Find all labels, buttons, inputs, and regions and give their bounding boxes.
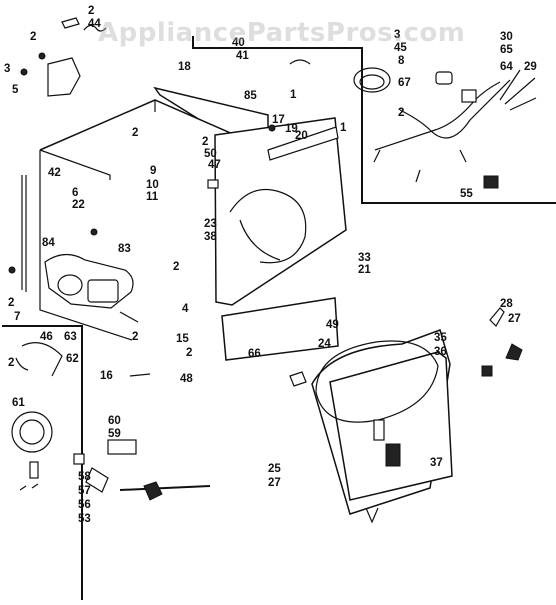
callout-label: 63 — [64, 331, 77, 343]
callout-label: 46 — [40, 331, 53, 343]
divider-left-mid — [119, 485, 211, 491]
callout-label: 2 — [173, 261, 179, 273]
callout-label: 62 — [66, 353, 79, 365]
callout-label: 85 — [244, 90, 257, 102]
callout-label: 2 — [132, 331, 138, 343]
callout-label: 1 — [340, 122, 347, 134]
callout-label: 35 — [434, 332, 447, 344]
callout-label: 18 — [178, 61, 191, 73]
callout-label: 15 — [176, 333, 189, 345]
callout-label: 55 — [460, 188, 473, 200]
callout-label: 21 — [358, 264, 371, 276]
callout-label: 2 — [186, 347, 192, 359]
callout-label: 23 — [204, 218, 217, 230]
callout-label: 66 — [248, 348, 261, 360]
callout-label: 61 — [12, 397, 25, 409]
callout-label: 33 — [358, 252, 371, 264]
callout-label: 11 — [146, 191, 159, 203]
callout-label: 10 — [146, 179, 159, 191]
callout-labels: 2 44 2 3 5 3 45 8 40 41 30 65 64 29 67 2… — [4, 5, 537, 525]
callout-label: 36 — [434, 346, 447, 358]
callout-label: 27 — [268, 477, 281, 489]
door-assembly — [289, 329, 453, 524]
callout-label: 5 — [12, 84, 19, 96]
callout-label: 38 — [204, 231, 217, 243]
callout-label: 2 — [88, 5, 94, 17]
callout-label: 27 — [508, 313, 521, 325]
wire-harness — [289, 59, 537, 189]
callout-label: 40 — [232, 37, 245, 49]
callout-label: 3 — [4, 63, 10, 75]
callout-label: 42 — [48, 167, 61, 179]
callout-label: 3 — [394, 29, 400, 41]
callout-label: 45 — [394, 42, 407, 54]
callout-label: 2 — [398, 107, 404, 119]
callout-label: 60 — [108, 415, 121, 427]
callout-label: 8 — [398, 55, 405, 67]
watermark: AppliancePartsPros.com — [98, 18, 466, 48]
callout-label: 16 — [100, 370, 113, 382]
callout-label: 67 — [398, 77, 411, 89]
callout-label: 57 — [78, 485, 91, 497]
callout-label: 17 — [272, 114, 285, 126]
callout-label: 64 — [500, 61, 513, 73]
callout-label: 41 — [236, 50, 249, 62]
callout-label: 7 — [14, 311, 20, 323]
top-left-parts — [20, 17, 107, 97]
callout-label: 6 — [72, 187, 78, 199]
callout-label: 2 — [132, 127, 138, 139]
callout-label: 59 — [108, 428, 121, 440]
callout-label: 83 — [118, 243, 131, 255]
front-panel — [207, 117, 347, 361]
callout-label: 2 — [8, 357, 14, 369]
callout-label: 19 — [285, 123, 298, 135]
callout-label: 24 — [318, 338, 331, 350]
callout-label: 37 — [430, 457, 443, 469]
callout-label: 50 — [204, 148, 217, 160]
timer-and-controls — [11, 342, 163, 501]
callout-label: 49 — [326, 319, 339, 331]
callout-label: 2 — [8, 297, 14, 309]
callout-label: 56 — [78, 499, 91, 511]
callout-label: 2 — [30, 31, 36, 43]
kick-panel — [221, 297, 339, 361]
callout-label: 22 — [72, 199, 85, 211]
divider-bottom-left — [2, 325, 83, 600]
callout-label: 20 — [295, 130, 308, 142]
hinge-parts — [481, 307, 523, 377]
callout-label: 65 — [500, 44, 513, 56]
callout-label: 4 — [182, 303, 189, 315]
callout-label: 48 — [180, 373, 193, 385]
callout-label: 44 — [88, 18, 101, 30]
divider-top-right — [192, 36, 556, 204]
callout-label: 53 — [78, 513, 91, 525]
motor-assembly — [8, 228, 139, 323]
callout-label: 28 — [500, 298, 513, 310]
callout-label: 9 — [150, 165, 156, 177]
callout-label: 30 — [500, 31, 513, 43]
callout-label: 84 — [42, 237, 55, 249]
callout-label: 1 — [290, 89, 297, 101]
callout-label: 47 — [208, 159, 221, 171]
callout-label: 2 — [202, 136, 208, 148]
callout-label: 25 — [268, 463, 281, 475]
callout-label: 58 — [78, 471, 91, 483]
callout-label: 29 — [524, 61, 537, 73]
